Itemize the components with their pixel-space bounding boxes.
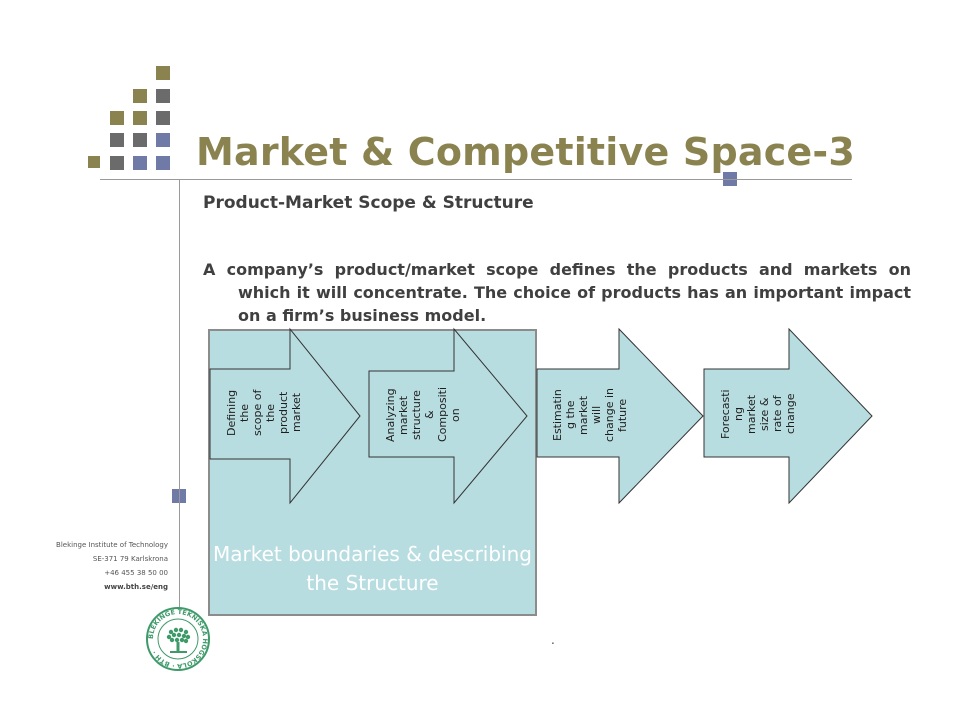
slide-title: Market & Competitive Space-3: [196, 130, 856, 174]
market-boundaries-label: Market boundaries & describing the Struc…: [213, 542, 532, 595]
decor-square: [110, 111, 124, 125]
arrow-shape: [536, 327, 704, 505]
institution-info: Blekinge Institute of Technology SE-371 …: [56, 538, 168, 594]
decor-square: [88, 156, 100, 168]
bth-logo: BLEKINGE TEKNISKA HÖGSKOLA · BTH ·: [146, 607, 210, 671]
decor-square: [133, 133, 147, 147]
body-paragraph: A company’s product/market scope defines…: [203, 260, 911, 325]
decor-square: [156, 66, 170, 80]
institution-address: SE-371 79 Karlskrona: [92, 555, 168, 563]
arrow-label-analyze-structure: Analyzing market structure & Compositi o…: [384, 387, 462, 443]
arrow-shape: [703, 327, 873, 505]
decor-square: [110, 156, 124, 170]
decor-square: [156, 111, 170, 125]
decor-square: [133, 156, 147, 170]
stray-dot: .: [551, 633, 555, 647]
decor-square: [156, 133, 170, 147]
arrow-label-forecast-size: Forecasti ng market size & rate of chang…: [719, 389, 797, 439]
title-divider: [100, 179, 852, 180]
arrow-label-define-scope: Defining the scope of the product market: [225, 389, 303, 436]
decor-square: [133, 89, 147, 103]
institution-phone: +46 455 38 50 00: [104, 569, 168, 577]
decor-square: [110, 133, 124, 147]
arrow-label-estimate-change: Estimatin g the market will change in fu…: [551, 388, 629, 443]
arrow-shape: [209, 327, 361, 505]
decor-square: [156, 89, 170, 103]
institution-name: Blekinge Institute of Technology: [56, 541, 168, 549]
vertical-divider: [179, 180, 180, 640]
slide-subtitle: Product-Market Scope & Structure: [203, 193, 534, 213]
institution-url[interactable]: www.bth.se/eng: [104, 583, 168, 591]
arrow-shape: [368, 327, 528, 505]
decor-square: [156, 156, 170, 170]
decor-square: [133, 111, 147, 125]
